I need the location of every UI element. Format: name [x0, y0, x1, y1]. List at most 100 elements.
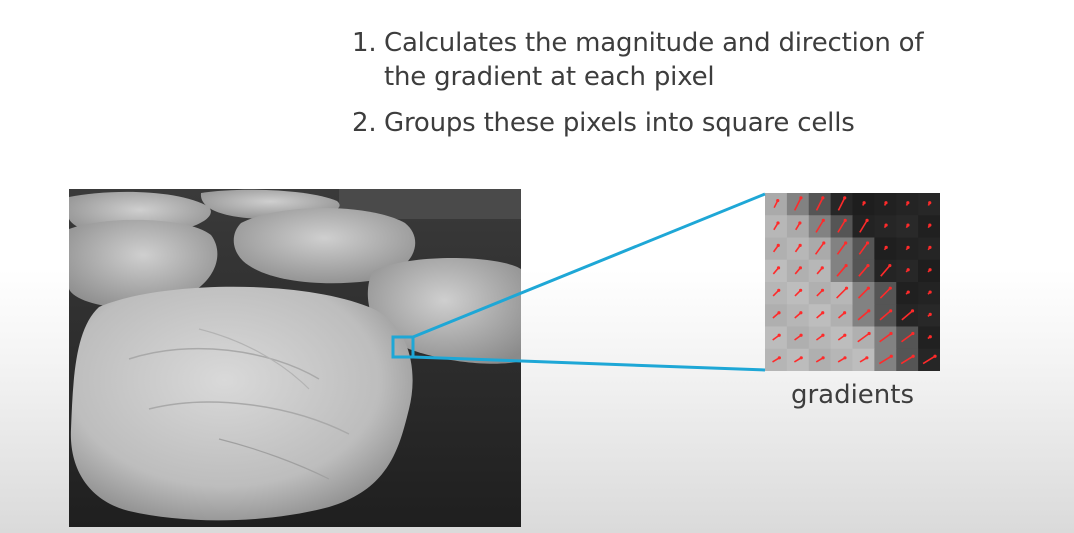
- gradient-arrow-head: [776, 198, 780, 203]
- gradient-arrow: [857, 332, 870, 343]
- gradient-arrow-head: [798, 266, 803, 270]
- gradient-arrow: [836, 242, 847, 255]
- gradient-arrow-head: [821, 356, 825, 360]
- gradient-arrow: [879, 310, 892, 321]
- gradient-grid: [765, 193, 940, 371]
- gradient-arrow: [815, 219, 825, 233]
- gradient-arrow: [879, 287, 891, 299]
- gradient-arrow-head: [889, 309, 893, 313]
- gradient-arrow: [836, 265, 847, 277]
- gradient-arrow: [857, 287, 869, 299]
- gradient-arrow-head: [928, 201, 932, 205]
- gradient-arrow: [814, 242, 825, 255]
- gradient-arrow-head: [843, 218, 847, 222]
- gradient-grid-canvas: [765, 193, 940, 371]
- gradient-arrow-head: [910, 309, 915, 313]
- gradient-arrow-head: [821, 218, 825, 222]
- step-text: Calculates the magnitude and direction o…: [384, 28, 924, 92]
- gradient-arrow: [922, 355, 936, 365]
- gradient-arrow-head: [888, 263, 892, 268]
- gradient-arrow: [837, 197, 846, 211]
- gradient-arrow-head: [822, 241, 826, 245]
- gradient-arrow-head: [821, 333, 825, 337]
- gradient-arrow-head: [821, 196, 825, 200]
- gradient-arrow-head: [820, 266, 824, 270]
- gradient-arrow-head: [844, 263, 848, 268]
- gradient-arrow-head: [798, 243, 802, 247]
- gradient-arrow-head: [777, 356, 781, 360]
- gradient-arrow: [901, 310, 914, 321]
- gradient-arrow-head: [843, 311, 847, 315]
- gradient-arrow-head: [777, 288, 781, 292]
- gradient-arrow-head: [799, 196, 803, 200]
- gradient-arrow-head: [799, 356, 803, 360]
- gradient-arrow-head: [867, 309, 871, 313]
- gradient-arrow-head: [865, 241, 870, 245]
- gradient-arrow-head: [844, 286, 849, 290]
- steps-list: 1. Calculates the magnitude and directio…: [352, 26, 952, 140]
- gradient-arrow-head: [865, 218, 869, 222]
- gradient-arrow-head: [776, 243, 780, 247]
- gradient-arrow-head: [776, 221, 780, 225]
- gradient-arrow-head: [928, 312, 932, 317]
- step-number: 1.: [352, 28, 377, 58]
- gradient-arrow-head: [843, 356, 847, 360]
- pancake-photo-image: [69, 189, 521, 527]
- gradient-arrow-head: [933, 354, 937, 358]
- gradient-arrow-head: [843, 333, 847, 337]
- gradient-arrow-head: [928, 335, 932, 339]
- gradient-arrow-head: [889, 354, 893, 358]
- gradient-arrow-head: [776, 266, 781, 270]
- gradient-arrow: [857, 310, 870, 321]
- gradient-arrow-head: [862, 201, 866, 205]
- gradient-arrow-head: [884, 201, 888, 205]
- gradient-arrow-head: [906, 268, 910, 272]
- gradient-arrow-head: [844, 241, 848, 245]
- gradient-arrow-head: [777, 311, 781, 315]
- gradient-arrow-head: [884, 223, 888, 227]
- gradient-arrow: [859, 219, 868, 233]
- gradient-arrow: [836, 287, 848, 299]
- gradient-arrow-head: [888, 286, 892, 290]
- gradient-arrow-head: [911, 354, 915, 358]
- gradient-arrow: [793, 197, 802, 211]
- gradient-arrow-head: [866, 263, 870, 268]
- gradient-grid-caption: gradients: [790, 380, 915, 410]
- gradient-arrow-head: [866, 286, 870, 290]
- pancake-photo: [69, 189, 521, 527]
- gradient-arrow-head: [906, 201, 910, 205]
- gradient-arrow-head: [906, 223, 910, 227]
- gradient-arrow: [837, 219, 846, 233]
- gradient-arrow-head: [777, 333, 781, 337]
- gradient-arrow: [900, 355, 914, 365]
- gradient-arrow-head: [843, 196, 847, 200]
- gradient-arrow-head: [798, 221, 802, 225]
- gradient-arrow-head: [799, 311, 803, 315]
- gradient-arrow-head: [911, 331, 915, 336]
- gradient-arrow-head: [820, 288, 825, 292]
- gradient-arrow-head: [884, 245, 888, 250]
- gradient-arrow-head: [821, 311, 825, 315]
- gradient-arrow-head: [867, 331, 871, 336]
- step-item: 1. Calculates the magnitude and directio…: [352, 26, 952, 94]
- gradient-arrow-head: [928, 245, 932, 250]
- step-number: 2.: [352, 108, 377, 138]
- gradient-arrow: [878, 355, 892, 365]
- gradient-arrow-head: [906, 290, 910, 294]
- gradient-arrow-head: [928, 268, 932, 272]
- step-text: Groups these pixels into square cells: [384, 108, 855, 138]
- gradient-arrow: [858, 265, 869, 277]
- gradient-arrow: [858, 242, 869, 255]
- gradient-arrow-head: [865, 356, 869, 360]
- gradient-arrow-head: [799, 288, 803, 292]
- gradient-arrow: [880, 265, 891, 277]
- gradient-arrow: [901, 332, 914, 343]
- gradient-arrow-head: [928, 290, 932, 294]
- step-item: 2. Groups these pixels into square cells: [352, 106, 952, 140]
- gradient-arrow-head: [906, 245, 910, 250]
- gradient-arrow-head: [928, 223, 932, 227]
- gradient-arrow: [879, 332, 892, 343]
- gradient-arrow: [815, 197, 824, 211]
- gradient-arrow-head: [799, 333, 803, 337]
- gradient-arrow-head: [889, 331, 893, 336]
